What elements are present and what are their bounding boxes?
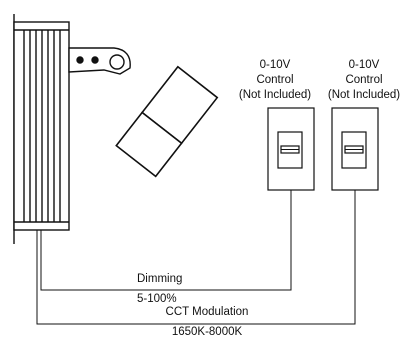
- wiring: [36, 190, 356, 325]
- spotlight-head: [115, 65, 219, 178]
- fixture-housing: [13, 14, 70, 244]
- control-signal: 0-10V: [259, 59, 291, 71]
- cct-label: CCT Modulation: [166, 306, 249, 318]
- screw-icon: [91, 56, 99, 64]
- control-name: Control: [256, 74, 294, 86]
- control-name: Control: [345, 74, 383, 86]
- pivot-knuckle: [109, 54, 125, 70]
- screw-icon: [76, 56, 84, 64]
- control-label-2: 0-10V Control (Not Included): [316, 58, 412, 103]
- dimmer-switch-1: [267, 107, 315, 191]
- spotlight-barrel: [115, 111, 183, 178]
- dimming-wire: [40, 190, 292, 291]
- control-note: (Not Included): [238, 89, 312, 101]
- dimming-range: 5-100%: [137, 293, 177, 305]
- wall-plate: [331, 107, 379, 191]
- control-signal: 0-10V: [348, 59, 380, 71]
- dimming-label: Dimming: [137, 273, 182, 285]
- cct-wire: [36, 190, 356, 325]
- dimmer-switch-2: [331, 107, 379, 191]
- control-note: (Not Included): [327, 89, 401, 101]
- cct-range: 1650K-8000K: [172, 326, 243, 338]
- mounting-arm: [68, 47, 131, 75]
- control-label-1: 0-10V Control (Not Included): [227, 58, 323, 103]
